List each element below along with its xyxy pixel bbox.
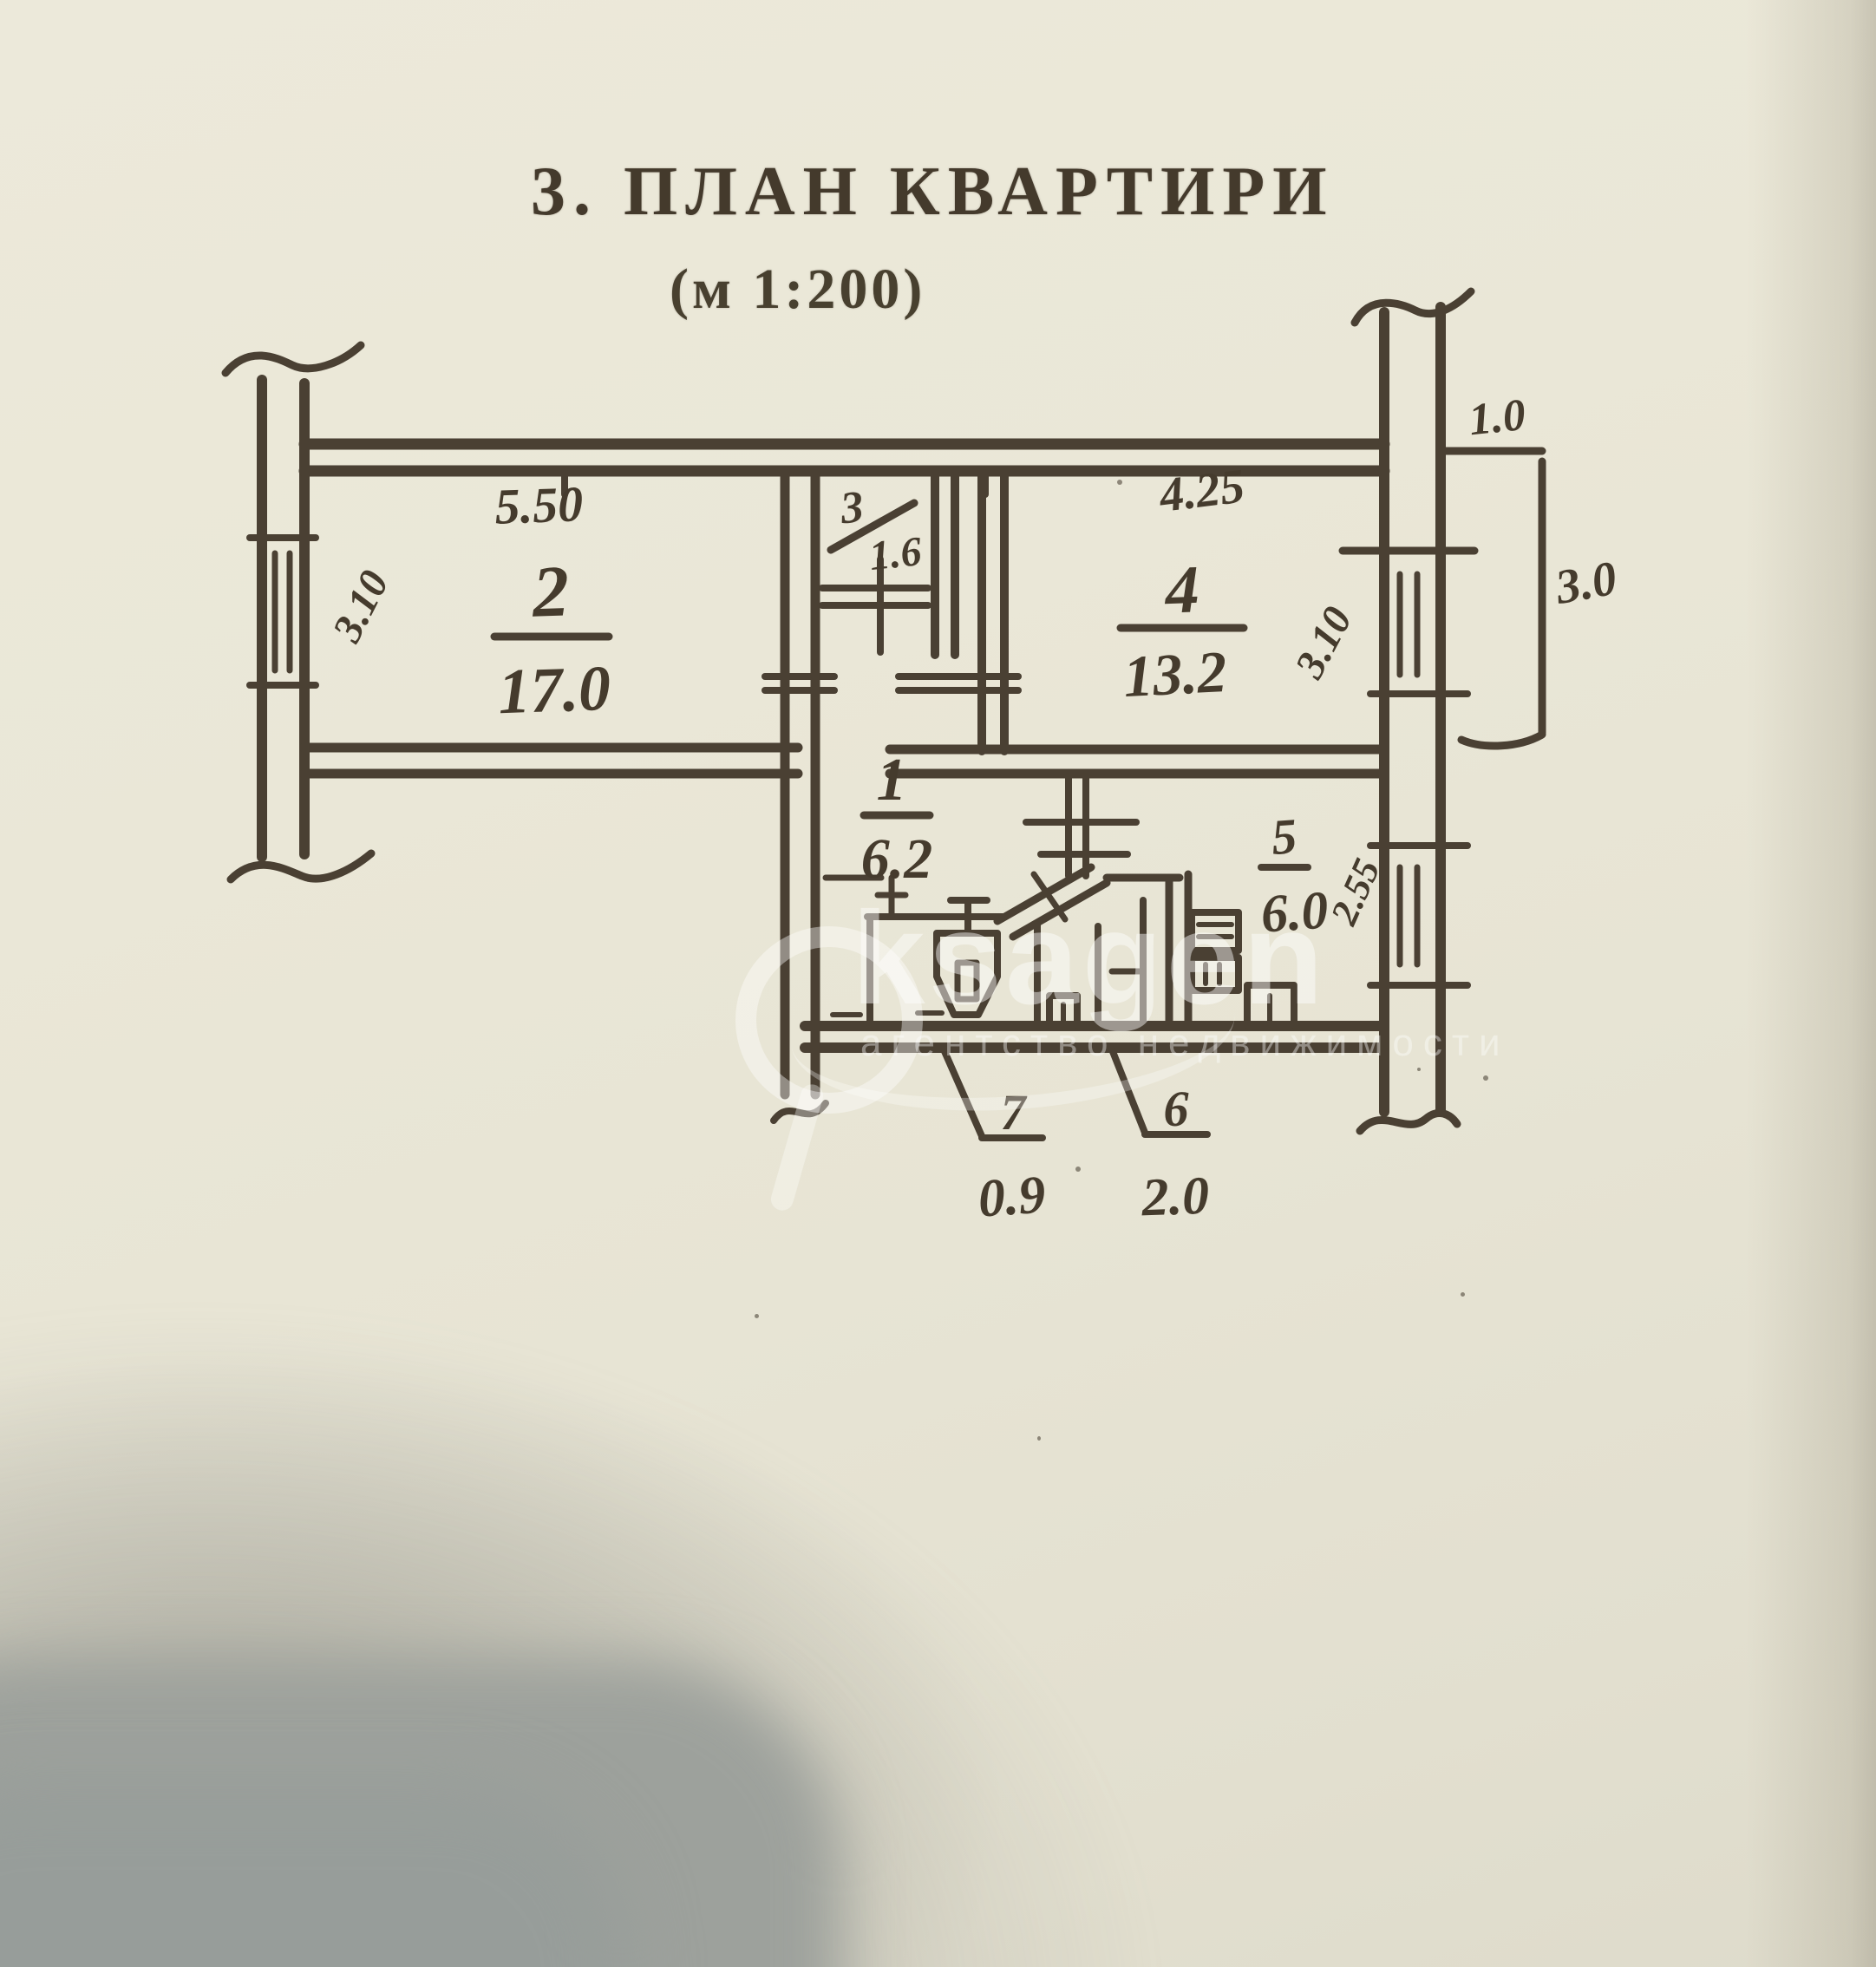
wall-break-icon — [226, 849, 376, 884]
toilet-icon — [954, 959, 980, 1003]
ink-speck — [755, 1314, 759, 1318]
dim-balcony-length: 3.0 — [1551, 552, 1621, 615]
room2-number: 2 — [529, 551, 570, 632]
room3-walls — [819, 467, 959, 659]
room3-number: 3 — [837, 482, 866, 534]
label-rules — [490, 499, 1311, 871]
sink-icon — [1046, 992, 1081, 1029]
ink-speck — [1037, 1436, 1041, 1441]
room2-area: 17.0 — [497, 653, 611, 728]
dim-room2-width: 5.50 — [494, 475, 584, 535]
leader-callouts — [940, 1046, 1211, 1141]
room4-number: 4 — [1162, 551, 1200, 627]
room4-bottom-wall — [885, 744, 1389, 779]
door-jamb-icon — [1030, 871, 1069, 923]
room7-number: 7 — [1001, 1084, 1028, 1140]
room4-area: 13.2 — [1121, 638, 1228, 709]
room5-number: 5 — [1270, 807, 1298, 866]
room1-number: 1 — [877, 747, 907, 814]
right-wall — [1338, 287, 1479, 1135]
bottom-wall — [800, 1010, 1389, 1053]
wall-break-icon — [1356, 1108, 1461, 1135]
room4-left-wall — [895, 467, 1022, 755]
room6-area: 2.0 — [1140, 1166, 1210, 1228]
dim-room2-depth: 3.10 — [324, 564, 398, 650]
fraction-slash — [827, 499, 918, 554]
wall-break-icon — [770, 1100, 829, 1124]
dim-balcony-width: 1.0 — [1467, 390, 1528, 445]
room6-number: 6 — [1164, 1081, 1189, 1137]
toilet-icon — [933, 930, 1001, 1018]
ink-speck — [1075, 1166, 1081, 1172]
leader-line — [1108, 1046, 1148, 1136]
room1-area: 6.2 — [861, 827, 933, 891]
room2-bottom-wall — [299, 742, 803, 779]
page-title: 3. ПЛАН КВАРТИРИ — [531, 154, 1335, 230]
balcony-line — [1457, 730, 1546, 750]
ink-speck — [1461, 1292, 1465, 1297]
ink-speck — [1117, 480, 1122, 485]
scale-note: (м 1:200) — [670, 258, 926, 321]
kitchen-sink-icon — [1188, 954, 1242, 994]
left-wall — [221, 341, 376, 884]
kitchen-counter-icon — [1244, 982, 1298, 1029]
leader-line — [940, 1046, 985, 1140]
dim-room4-depth: 3.10 — [1286, 599, 1362, 686]
dim-room4-width: 4.25 — [1155, 459, 1247, 523]
wall-break-icon — [221, 341, 365, 377]
sanitary-block — [822, 773, 1298, 1029]
ink-speck — [1417, 1068, 1421, 1071]
hallway-wall — [762, 466, 838, 1124]
room7-area: 0.9 — [977, 1165, 1048, 1228]
balcony-outline — [1438, 447, 1546, 750]
room3-area: 1.6 — [867, 528, 924, 579]
ink-speck — [1483, 1075, 1488, 1081]
room5-area: 6.0 — [1259, 880, 1330, 944]
dim-kitchen-depth: 2.55 — [1322, 853, 1388, 931]
wall-break-icon — [1350, 287, 1475, 327]
plan-labels: 5.50 3.10 2 17.0 3 1.6 4.25 4 13.2 3.10 … — [324, 390, 1621, 1229]
kitchen-stove-icon — [1188, 909, 1242, 954]
